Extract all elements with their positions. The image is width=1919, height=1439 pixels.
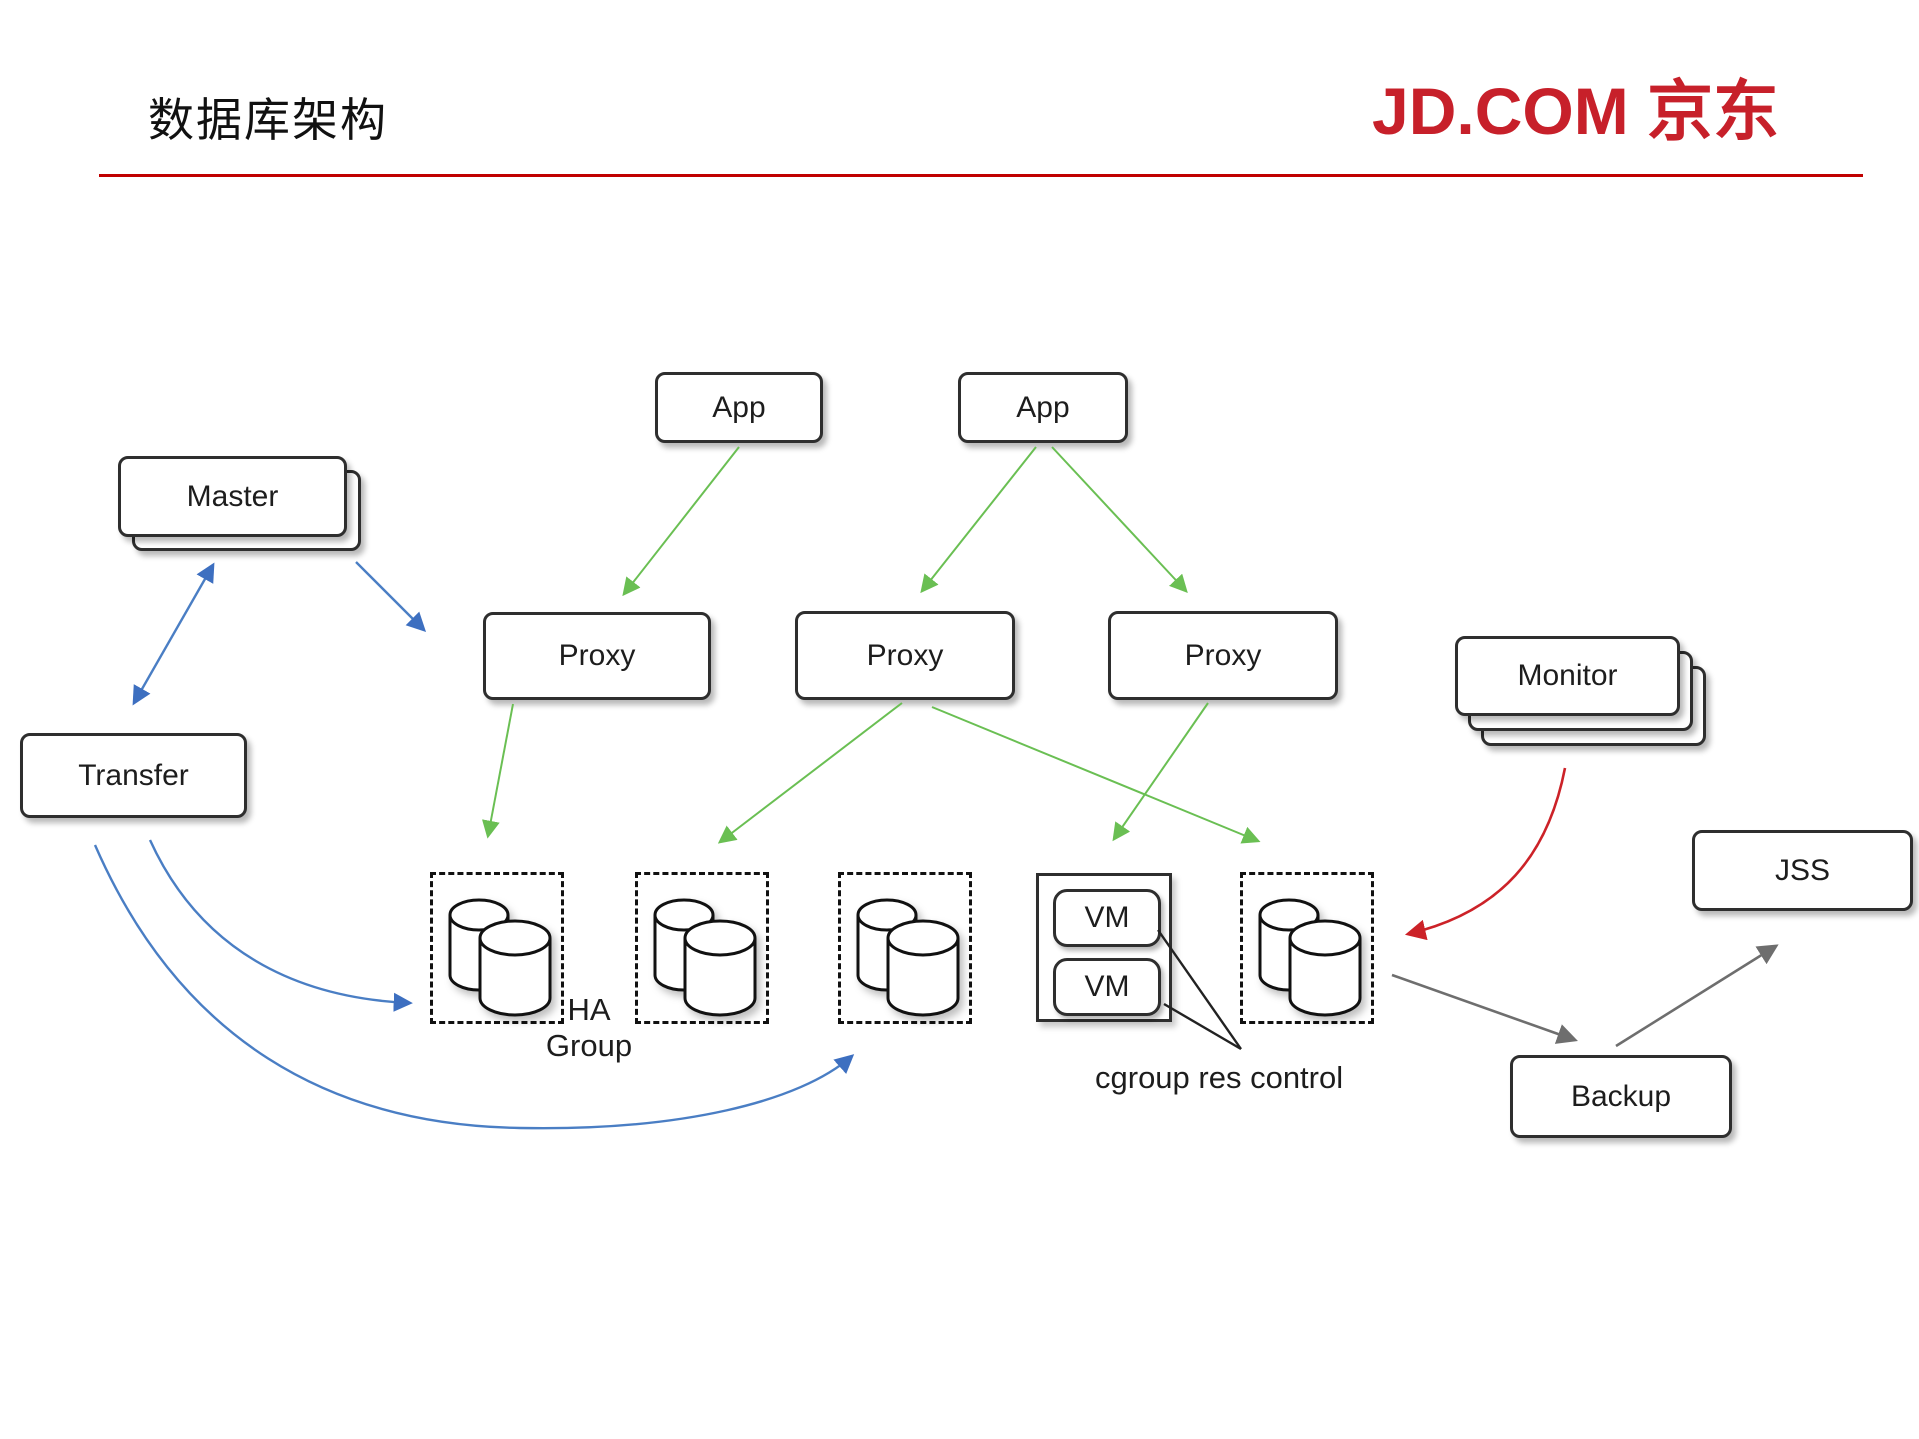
db-group-2	[635, 872, 769, 1024]
arrow-master-transfer	[132, 562, 215, 706]
arrow-app2-proxy3	[1051, 446, 1188, 593]
vm-host: VM VM	[1036, 873, 1172, 1022]
arrow-dbgroup4-backup	[1391, 973, 1578, 1044]
vm1-node: VM	[1053, 889, 1161, 947]
app2-label: App	[1016, 390, 1070, 424]
arrow-app2-proxy2	[920, 446, 1037, 594]
jss-label: JSS	[1774, 853, 1831, 887]
callout-line-vm2	[1163, 1002, 1242, 1051]
arrow-app1-proxy1	[622, 446, 740, 597]
proxy1-node: Proxy	[483, 612, 711, 700]
title-divider	[99, 174, 1863, 177]
transfer-node: Transfer	[20, 733, 247, 818]
db-group-3	[838, 872, 972, 1024]
jd-logo: JD.COM 京东	[1372, 74, 1780, 148]
arrow-proxy2-dbgroup2	[717, 702, 903, 844]
vm1-label: VM	[1084, 901, 1130, 934]
backup-label: Backup	[1570, 1079, 1672, 1113]
vm2-label: VM	[1084, 970, 1130, 1003]
app1-label: App	[712, 390, 766, 424]
database-cylinders-icon	[653, 898, 757, 1017]
master-label: Master	[186, 479, 279, 513]
proxy3-label: Proxy	[1184, 638, 1262, 672]
vm2-node: VM	[1053, 958, 1161, 1016]
proxy1-label: Proxy	[558, 639, 636, 672]
cgroup-res-control-label: cgroup res control	[1095, 1060, 1344, 1095]
arrow-proxy1-dbgroup1	[482, 703, 514, 839]
backup-node: Backup	[1510, 1055, 1732, 1138]
monitor-label: Monitor	[1517, 659, 1618, 692]
app2-node: App	[958, 372, 1128, 443]
arrow-proxy2-dbgroup4	[931, 706, 1261, 844]
app1-node: App	[655, 372, 823, 443]
database-cylinders-icon	[1258, 898, 1362, 1017]
proxy2-node: Proxy	[795, 611, 1015, 700]
master-node: Master	[118, 456, 347, 537]
monitor-node: Monitor	[1455, 636, 1680, 716]
database-cylinders-icon	[856, 898, 960, 1017]
arrow-proxy3-vmhost	[1112, 702, 1209, 842]
arrow-monitor-dbgroup4	[1404, 767, 1567, 941]
ha-group-label: HA Group	[545, 992, 633, 1063]
proxy2-label: Proxy	[866, 638, 944, 672]
arrow-master-proxy1	[355, 561, 427, 633]
arrow-transfer-dbgroup1	[148, 839, 413, 1012]
page-title: 数据库架构	[148, 94, 388, 146]
arrow-backup-jss	[1615, 944, 1779, 1048]
proxy3-node: Proxy	[1108, 611, 1338, 700]
transfer-label: Transfer	[78, 758, 189, 792]
jss-node: JSS	[1692, 830, 1913, 911]
db-group-4	[1240, 872, 1374, 1024]
